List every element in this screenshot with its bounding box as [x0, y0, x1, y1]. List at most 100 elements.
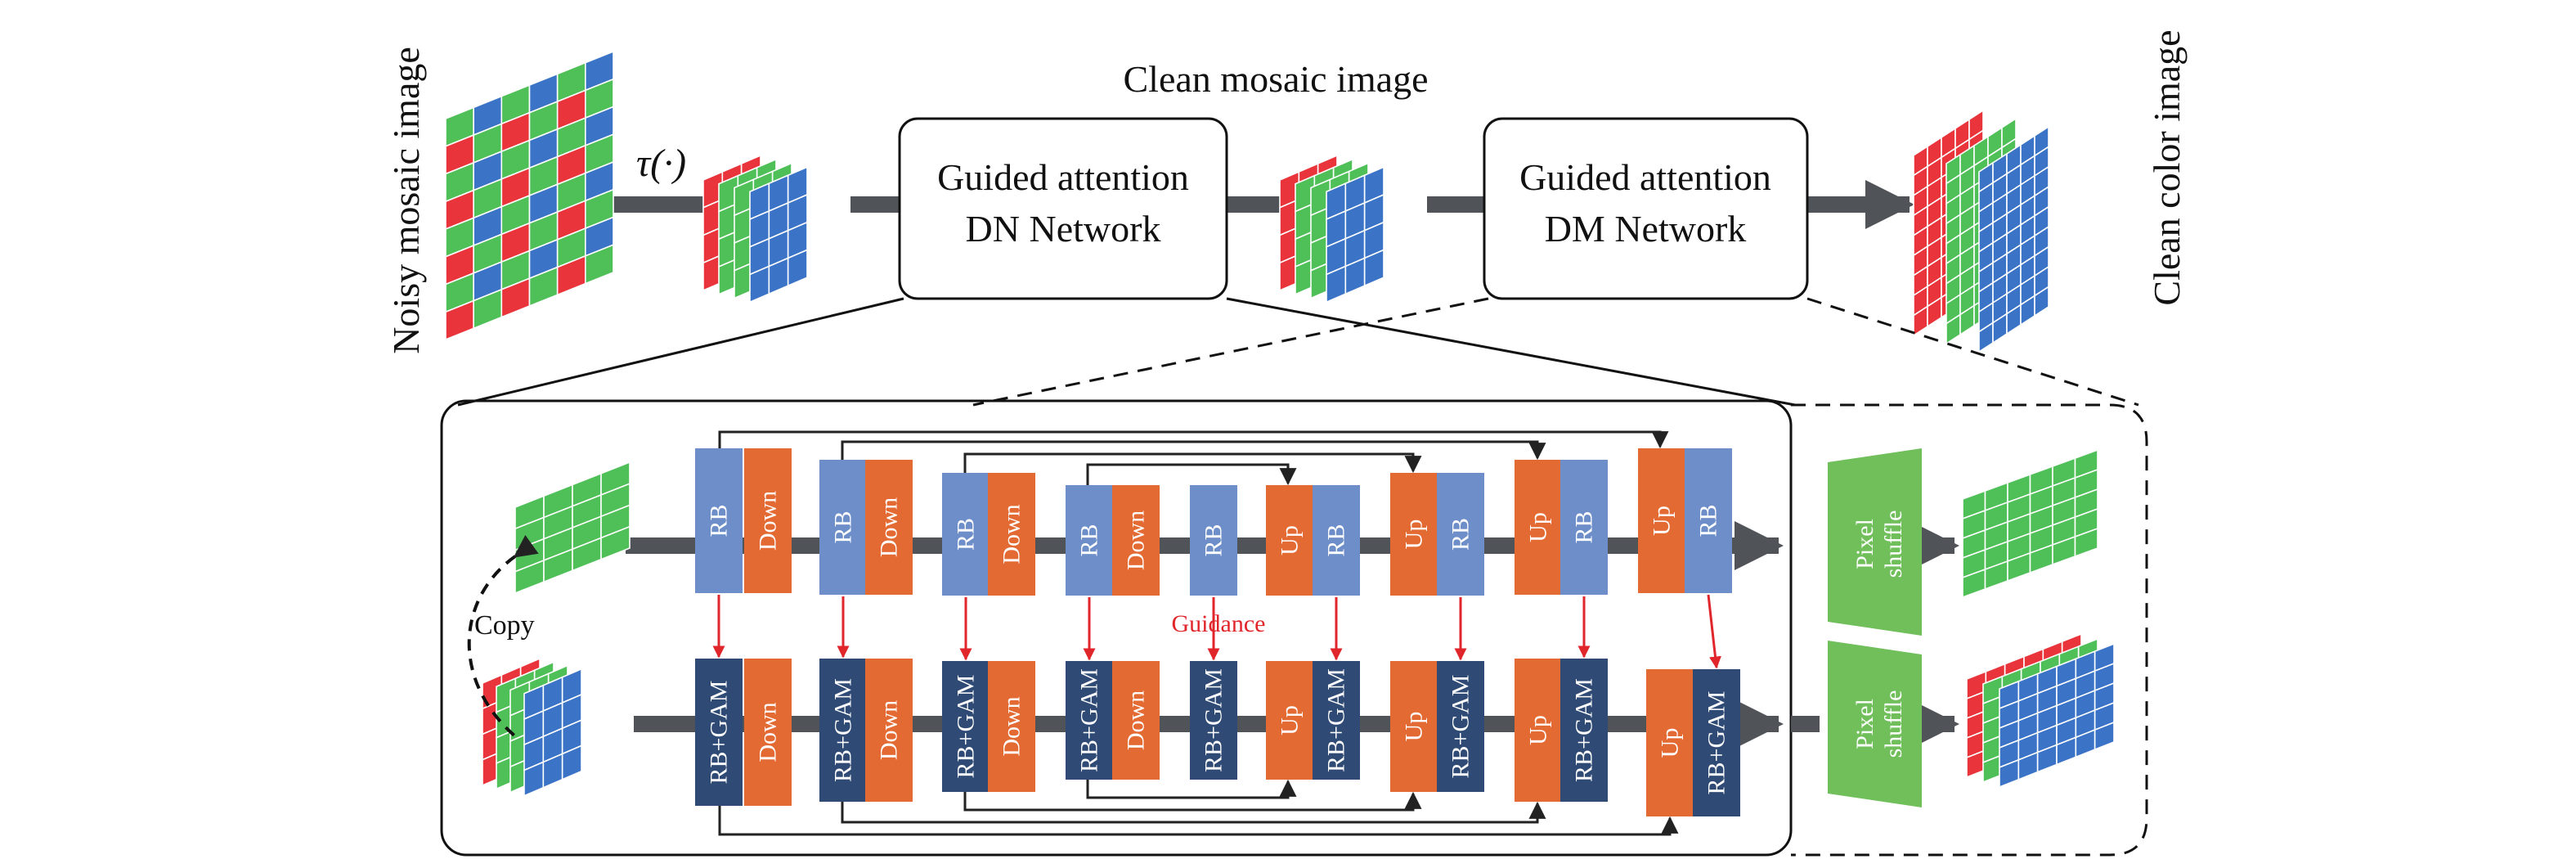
clean-mosaic-stack [1279, 154, 1384, 304]
top-rb-block: RB [1066, 485, 1113, 596]
bottom-rb-gam-block-label: RB+GAM [1447, 675, 1474, 779]
top-rb-block-box [1560, 460, 1608, 595]
bottom-up-block: Up [1390, 661, 1438, 792]
bottom-up-block-box [1266, 661, 1313, 780]
dn-network-box [898, 117, 1228, 300]
bottom-rb-gam-block-label: RB+GAM [830, 678, 857, 782]
bottom-down-block-box [988, 661, 1035, 792]
output-layer [1999, 642, 2115, 789]
bottom-up-block: Up [1266, 661, 1313, 780]
bottom-rb-gam-block: RB+GAM [1437, 661, 1484, 792]
bottom-down-block: Down [988, 661, 1035, 792]
green-output-grid [1962, 448, 2098, 599]
dm-zoom-line-right [1806, 297, 2139, 407]
bottom-up-block-box [1515, 659, 1562, 802]
guidance-arrows [712, 594, 1721, 669]
top-down-block: Down [744, 448, 792, 593]
pixel-shuffle-top [1828, 448, 1922, 636]
top-rb-block-box [1437, 473, 1484, 596]
bottom-rb-gam-block-label: RB+GAM [1571, 678, 1598, 782]
top-rb-block: RB [1560, 460, 1608, 595]
zoom-connectors [457, 297, 2139, 407]
bottom-up-block-label: Up [1657, 728, 1684, 758]
dn-zoom-line-left [457, 297, 904, 407]
top-rb-block-label: RB [1571, 510, 1598, 543]
bottom-rb-gam-block-label: RB+GAM [1200, 668, 1227, 772]
bottom-up-block-box [1390, 661, 1438, 792]
bottom-rb-gam-block-box [1437, 661, 1484, 792]
top-up-block-label: Up [1277, 525, 1304, 555]
skip-top-1 [718, 430, 1669, 449]
bottom-down-block-box [1112, 661, 1160, 780]
green-channel-output [1962, 448, 2098, 599]
bottom-up-block-box [1646, 669, 1694, 816]
top-down-block: Down [988, 473, 1035, 596]
packed-noisy-stack [702, 154, 808, 304]
dn-network-title: Guided attention [937, 156, 1189, 198]
top-pipeline: Guided attention DN Network Guided atten… [385, 29, 2188, 353]
top-up-block: Up [1266, 485, 1313, 596]
top-rb-block-label: RB [706, 504, 733, 537]
top-down-block-box [988, 473, 1035, 596]
bottom-rb-gam-block: RB+GAM [1066, 661, 1113, 780]
top-rb-block: RB [819, 460, 867, 595]
skip-bottom-3 [963, 791, 1422, 812]
bottom-rb-gam-block-box [1190, 661, 1237, 780]
top-rb-block: RB [942, 473, 990, 596]
mosaic-cell [2074, 527, 2098, 558]
rgb-output-stack [1966, 632, 2115, 789]
top-rb-block-box [1313, 485, 1360, 596]
bottom-rb-gam-block-label: RB+GAM [706, 681, 733, 785]
top-up-block-box [1266, 485, 1313, 596]
bottom-rb-gam-block-box [1313, 661, 1360, 780]
dn-zoom-line-right [1226, 297, 1796, 407]
mosaic-cell [585, 244, 614, 285]
skip-top-2 [841, 440, 1546, 461]
top-rb-block: RB [695, 448, 743, 593]
top-rb-block-label: RB [1695, 504, 1722, 537]
bottom-rb-gam-block: RB+GAM [1190, 661, 1237, 780]
top-rb-block-box [695, 448, 743, 593]
bottom-down-block-box [865, 659, 913, 802]
bottom-rb-gam-block-box [942, 661, 990, 792]
skip-top-4 [1086, 463, 1297, 486]
channel-layer [1326, 166, 1384, 304]
bottom-down-block-label: Down [1123, 690, 1150, 750]
clean-color-label: Clean color image [2146, 29, 2188, 305]
bottom-rb-gam-block-label: RB+GAM [1323, 668, 1350, 772]
noisy-mosaic-image [445, 50, 614, 341]
guidance-arrow [1707, 594, 1721, 669]
top-rb-block-box [942, 473, 990, 596]
dm-network-title: Guided attention [1519, 156, 1771, 198]
bottom-up-block-label: Up [1525, 715, 1552, 745]
pixel-shuffle-bottom-line1: Pixel [1851, 699, 1878, 749]
dm-network-subtitle: DM Network [1545, 208, 1747, 250]
bottom-rb-gam-block-box [695, 659, 743, 806]
bottom-rb-gam-block: RB+GAM [942, 661, 990, 792]
mosaic-cell [2034, 286, 2049, 317]
top-up-block-label: Up [1649, 506, 1676, 536]
top-up-block: Up [1515, 460, 1562, 595]
top-up-block-box [1515, 460, 1562, 595]
bottom-down-block-box [744, 659, 792, 806]
bottom-down-block: Down [865, 659, 913, 802]
top-down-block-box [865, 460, 913, 595]
skip-connections [718, 430, 1679, 836]
bottom-up-block-label: Up [1277, 705, 1304, 735]
bottom-rb-gam-block-label: RB+GAM [1076, 668, 1103, 772]
packed-input-stack [482, 657, 582, 797]
bottom-up-block: Up [1646, 669, 1694, 816]
bottom-rb-gam-block: RB+GAM [1313, 661, 1360, 780]
mosaic-cell [2094, 721, 2115, 751]
color-layer [1978, 125, 2049, 353]
top-rb-block-label: RB [1447, 518, 1474, 551]
noisy-mosaic-label: Noisy mosaic image [385, 47, 427, 354]
bottom-down-block-label: Down [755, 702, 782, 762]
top-rb-block-box [1685, 448, 1732, 593]
green-channel-input [514, 461, 631, 595]
top-down-block: Down [865, 460, 913, 595]
top-rb-block: RB [1685, 448, 1732, 593]
top-down-block-label: Down [1123, 510, 1150, 570]
